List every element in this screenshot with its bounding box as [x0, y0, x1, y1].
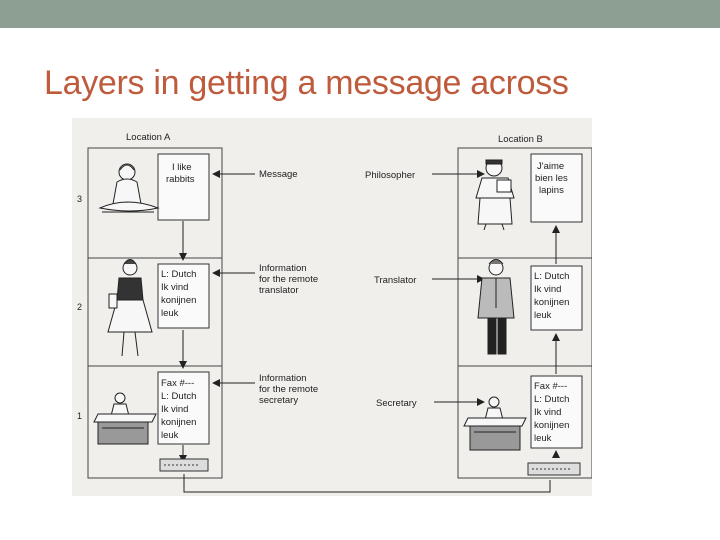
- slide-title: Layers in getting a message across: [44, 64, 569, 103]
- a-secretary-line: Fax #---: [161, 378, 194, 389]
- fax-machine-b: [528, 463, 580, 475]
- b-secretary-line: konijnen: [534, 420, 569, 431]
- a-secretary-line: Ik vind: [161, 404, 188, 415]
- info-label-translator: for the remote: [259, 274, 318, 285]
- role-label-translator: Translator: [374, 275, 416, 286]
- b-translator-line: Ik vind: [534, 284, 561, 295]
- header-bar: [0, 0, 720, 28]
- b-message-line: lapins: [539, 185, 564, 196]
- role-label-philosopher: Philosopher: [365, 170, 415, 181]
- info-label-secretary: secretary: [259, 395, 298, 406]
- a-secretary-line: leuk: [161, 430, 179, 441]
- a-message-line: rabbits: [166, 174, 195, 185]
- a-translator-line: L: Dutch: [161, 269, 196, 280]
- fax-machine-a: [160, 459, 208, 471]
- info-label-translator: Information: [259, 263, 307, 274]
- a-translator-line: konijnen: [161, 295, 196, 306]
- a-translator-line: Ik vind: [161, 282, 188, 293]
- info-label-secretary: Information: [259, 373, 307, 384]
- a-secretary-line: L: Dutch: [161, 391, 196, 402]
- layer-number-a: 3: [77, 194, 82, 204]
- location-a-label: Location A: [126, 132, 171, 143]
- a-translator-line: leuk: [161, 308, 179, 319]
- layer-number-a: 1: [77, 411, 82, 421]
- b-translator-line: konijnen: [534, 297, 569, 308]
- b-translator-line: L: Dutch: [534, 271, 569, 282]
- layers-diagram: Location A Location B 3 2 1 3 2 1 I like…: [72, 118, 592, 496]
- b-secretary-line: leuk: [534, 433, 552, 444]
- b-translator-line: leuk: [534, 310, 552, 321]
- location-b-label: Location B: [498, 134, 543, 145]
- b-secretary-line: L: Dutch: [534, 394, 569, 405]
- layer-number-a: 2: [77, 302, 82, 312]
- b-secretary-line: Ik vind: [534, 407, 561, 418]
- info-label-secretary: for the remote: [259, 384, 318, 395]
- a-secretary-line: konijnen: [161, 417, 196, 428]
- info-label-translator: translator: [259, 285, 299, 296]
- info-label-message: Message: [259, 169, 298, 180]
- b-message-line: bien les: [535, 173, 568, 184]
- role-label-secretary: Secretary: [376, 398, 417, 409]
- b-secretary-line: Fax #---: [534, 381, 567, 392]
- a-message-line: I like: [172, 162, 192, 173]
- b-message-line: J'aime: [537, 161, 564, 172]
